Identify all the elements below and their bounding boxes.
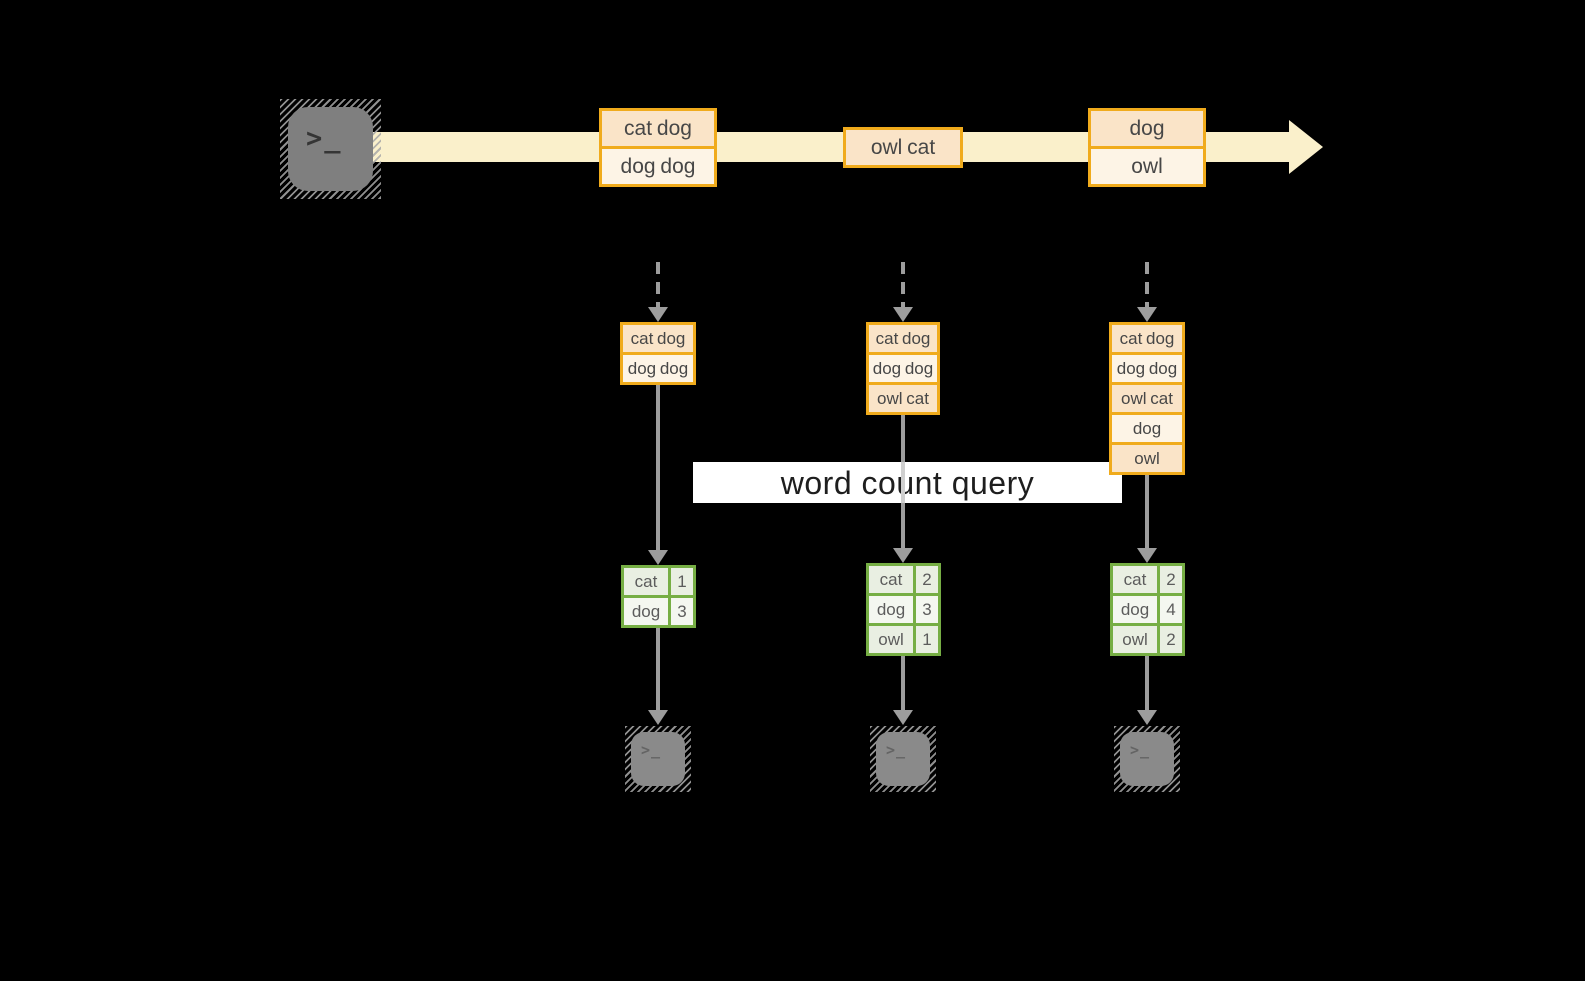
stream-record: cat dog (602, 111, 714, 146)
count-value: 1 (671, 568, 693, 595)
terminal-icon-body: >_ (1120, 732, 1174, 786)
count-value: 4 (1160, 596, 1182, 623)
query-banner-label: word count query (780, 465, 1035, 501)
count-word: cat (869, 566, 916, 593)
count-value: 3 (671, 598, 693, 625)
buffer-record: dog dog (869, 352, 937, 382)
arrow-head (648, 550, 668, 565)
intake-arrow-1 (648, 262, 668, 322)
stream-batch-1: cat dog dog dog (599, 108, 717, 187)
terminal-prompt-glyph: >_ (1130, 741, 1151, 759)
arrow-head (1137, 307, 1157, 322)
count-row: dog 3 (624, 595, 693, 625)
count-table-2: cat 2 dog 3 owl 1 (866, 563, 941, 656)
count-table-3: cat 2 dog 4 owl 2 (1110, 563, 1185, 656)
count-word: dog (869, 596, 916, 623)
arrow-head (893, 307, 913, 322)
intake-arrow-2 (893, 262, 913, 322)
buffer-record: dog dog (1112, 352, 1182, 382)
count-row: owl 2 (1113, 623, 1182, 653)
stream-arrow-head (1289, 120, 1323, 174)
count-row: cat 2 (869, 566, 938, 593)
stream-batch-3: dog owl (1088, 108, 1206, 187)
count-value: 2 (1160, 626, 1182, 653)
terminal-icon-body: >_ (631, 732, 685, 786)
terminal-prompt-glyph: >_ (886, 741, 907, 759)
arrow-through-banner (901, 462, 905, 503)
terminal-icon-body: >_ (876, 732, 930, 786)
query-arrow-1 (648, 385, 668, 565)
count-row: dog 3 (869, 593, 938, 623)
arrow-line (656, 628, 660, 712)
terminal-icon: >_ (870, 726, 936, 792)
arrow-head (648, 307, 668, 322)
count-table-1: cat 1 dog 3 (621, 565, 696, 628)
output-arrow-3 (1137, 656, 1157, 725)
count-word: owl (1113, 626, 1160, 653)
buffer-record: dog dog (623, 352, 693, 382)
buffer-record: cat dog (623, 325, 693, 352)
buffer-record: cat dog (869, 325, 937, 352)
arrow-line (901, 262, 905, 309)
arrow-line (1145, 475, 1149, 550)
count-word: dog (624, 598, 671, 625)
output-arrow-2 (893, 656, 913, 725)
arrow-line (1145, 656, 1149, 712)
count-word: owl (869, 626, 916, 653)
terminal-icon-body: >_ (288, 107, 373, 191)
buffer-stack-3: cat dog dog dog owl cat dog owl (1109, 322, 1185, 475)
arrow-head (648, 710, 668, 725)
arrow-line (656, 262, 660, 309)
intake-arrow-3 (1137, 262, 1157, 322)
count-word: dog (1113, 596, 1160, 623)
count-value: 2 (1160, 566, 1182, 593)
buffer-record: owl (1112, 442, 1182, 472)
count-row: dog 4 (1113, 593, 1182, 623)
buffer-stack-2: cat dog dog dog owl cat (866, 322, 940, 415)
terminal-icon: >_ (280, 99, 381, 199)
terminal-prompt-glyph: >_ (306, 123, 343, 154)
stream-record: dog dog (602, 146, 714, 184)
buffer-record: owl cat (869, 382, 937, 412)
arrow-head (893, 548, 913, 563)
terminal-icon: >_ (625, 726, 691, 792)
count-row: cat 1 (624, 568, 693, 595)
count-row: cat 2 (1113, 566, 1182, 593)
arrow-line (901, 656, 905, 712)
buffer-record: owl cat (1112, 382, 1182, 412)
terminal-icon: >_ (1114, 726, 1180, 792)
arrow-head (893, 710, 913, 725)
query-arrow-3 (1137, 475, 1157, 563)
query-banner: word count query (693, 462, 1122, 503)
arrow-line (656, 385, 660, 552)
buffer-record: dog (1112, 412, 1182, 442)
terminal-prompt-glyph: >_ (641, 741, 662, 759)
buffer-record: cat dog (1112, 325, 1182, 352)
count-value: 1 (916, 626, 938, 653)
stream-record: owl cat (846, 130, 960, 165)
arrow-head (1137, 710, 1157, 725)
count-row: owl 1 (869, 623, 938, 653)
arrow-head (1137, 548, 1157, 563)
stream-record: owl (1091, 146, 1203, 184)
stream-batch-2: owl cat (843, 127, 963, 168)
arrow-line (1145, 262, 1149, 309)
count-value: 3 (916, 596, 938, 623)
count-word: cat (1113, 566, 1160, 593)
buffer-stack-1: cat dog dog dog (620, 322, 696, 385)
count-value: 2 (916, 566, 938, 593)
stream-record: dog (1091, 111, 1203, 146)
output-arrow-1 (648, 628, 668, 725)
count-word: cat (624, 568, 671, 595)
